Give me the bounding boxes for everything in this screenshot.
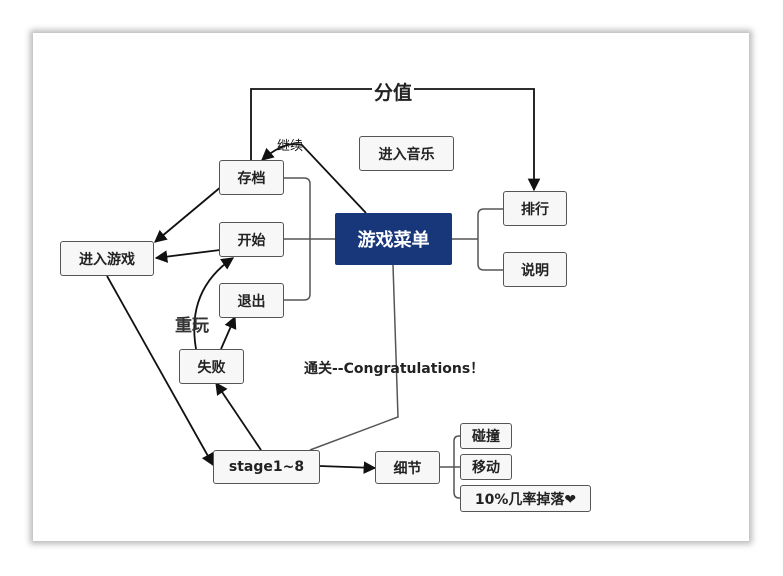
- edge-stage-to-details: [319, 461, 377, 474]
- node-exit[interactable]: 退出: [219, 283, 284, 318]
- node-drop[interactable]: 10%几率掉落❤: [460, 485, 591, 512]
- node-enter-game[interactable]: 进入游戏: [60, 241, 154, 276]
- edge-clear-stage-to-menu: [309, 264, 399, 451]
- edge-replay-fail-to-start: [193, 257, 235, 350]
- node-save[interactable]: 存档: [219, 160, 284, 195]
- edge-start-to-enter-game: [154, 249, 221, 263]
- label-replay: 重玩: [175, 316, 209, 336]
- edge-continue-menu-to-save: [261, 143, 367, 214]
- node-details[interactable]: 细节: [375, 451, 440, 484]
- node-music[interactable]: 进入音乐: [359, 136, 454, 171]
- node-start[interactable]: 开始: [219, 222, 284, 257]
- node-game-menu[interactable]: 游戏菜单: [335, 213, 452, 265]
- edge-enter-game-to-stage: [106, 275, 214, 467]
- node-help[interactable]: 说明: [503, 252, 567, 287]
- edge-menu-to-right-bracket: [452, 208, 503, 271]
- label-score: 分值: [372, 78, 415, 105]
- node-ranking[interactable]: 排行: [503, 191, 567, 226]
- label-clear: 通关--Congratulations！: [304, 361, 485, 377]
- edge-stage-to-fail: [215, 381, 262, 451]
- edge-fail-to-exit: [220, 315, 237, 350]
- node-move[interactable]: 移动: [460, 454, 512, 480]
- node-collision[interactable]: 碰撞: [460, 423, 512, 449]
- node-fail[interactable]: 失败: [179, 349, 244, 384]
- label-continue: 继续: [277, 139, 304, 154]
- node-stage[interactable]: stage1~8: [213, 450, 320, 484]
- edge-save-to-enter-game: [154, 185, 223, 243]
- edge-details-bracket: [440, 435, 460, 499]
- edge-menu-to-left-bracket: [284, 177, 335, 301]
